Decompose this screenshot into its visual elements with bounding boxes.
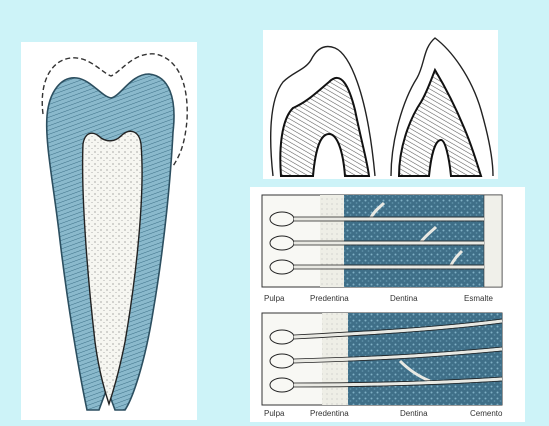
tubule-diagrams-drawing: Pulpa Predentina Dentina Esmalte <box>250 187 525 422</box>
upper-tubule-diagram: Pulpa Predentina Dentina Esmalte <box>262 195 502 303</box>
upper-label-dentin: Dentina <box>390 294 418 303</box>
crown-right-dentin <box>399 70 481 176</box>
lower-label-dentin: Dentina <box>400 409 428 418</box>
crown-sections-drawing <box>263 30 498 179</box>
lower-label-pulp: Pulpa <box>264 409 285 418</box>
upper-label-predentin: Predentina <box>310 294 349 303</box>
upper-label-enamel: Esmalte <box>464 294 493 303</box>
lower-tubule-diagram: Pulpa Predentina Dentina Cemento <box>262 313 503 418</box>
crown-sections-panel <box>263 30 498 179</box>
tooth-section-drawing <box>21 42 197 420</box>
lower-label-cementum: Cemento <box>470 409 503 418</box>
tubule-diagrams-panel: Pulpa Predentina Dentina Esmalte <box>250 187 525 422</box>
upper-label-pulp: Pulpa <box>264 294 285 303</box>
lower-label-predentin: Predentina <box>310 409 349 418</box>
tooth-section-panel <box>21 42 197 420</box>
crown-left-dentin <box>280 78 369 176</box>
